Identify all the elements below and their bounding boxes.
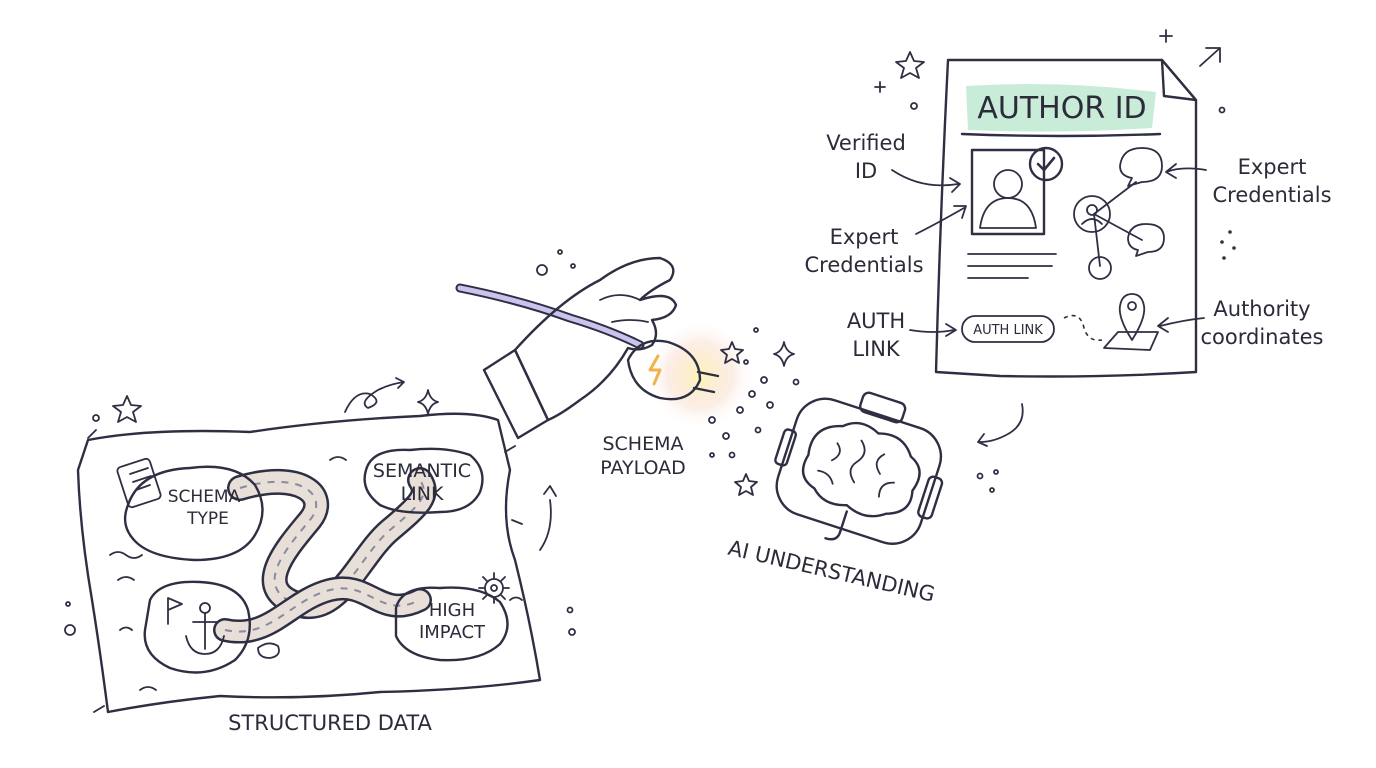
callout-expert-credentials-left: Expert Credentials (804, 205, 967, 277)
brain-stem (824, 510, 848, 541)
jar-handle (917, 475, 944, 520)
star-icon (720, 341, 744, 364)
jar-body (775, 397, 943, 545)
star-icon (895, 51, 925, 79)
callout-verified-id-line2: ID (855, 159, 877, 183)
loop-arrow-icon (344, 377, 405, 413)
callout-auth-link: AUTH LINK (847, 309, 957, 361)
star-icon (112, 395, 142, 423)
arrow-card-to-jar (977, 403, 1024, 447)
island-high-impact (394, 586, 509, 662)
callout-authority-coordinates-line2: coordinates (1201, 325, 1324, 349)
avatar (979, 169, 1037, 229)
sparkle-icon (773, 341, 795, 367)
sparkle-icon (417, 389, 439, 415)
dot-doodle (566, 606, 574, 614)
location-pin-icon (1103, 293, 1159, 351)
callout-authority-coordinates-line1: Authority (1213, 297, 1310, 321)
map-sheet (76, 412, 542, 714)
anchor-icon (185, 602, 225, 655)
island-semantic-link (363, 447, 484, 514)
island-high-impact-line2: IMPACT (419, 622, 486, 643)
card-doodles (874, 29, 1236, 260)
bio-text-lines (967, 253, 1057, 279)
lightning-icon (648, 354, 662, 386)
structured-data-map: SCHEMA TYPE SEMANTIC LINK HIGH IMPACT ST… (76, 412, 542, 735)
plus-doodle (1159, 29, 1173, 43)
callout-expert-credentials-left-line2: Credentials (804, 253, 923, 277)
schema-payload-line2: PAYLOAD (600, 457, 686, 479)
dot-doodle (568, 628, 576, 636)
plug-icon (626, 339, 720, 401)
jar-lid (859, 391, 907, 424)
island-semantic-link-line1: SEMANTIC (373, 460, 471, 482)
hand-with-plug: SCHEMA PAYLOAD (455, 256, 755, 479)
map-caption: STRUCTURED DATA (228, 711, 432, 735)
gear-icon (478, 572, 510, 604)
island-schema-type-line2: TYPE (186, 509, 229, 529)
auth-link-chip-label: AUTH LINK (973, 323, 1043, 338)
brain-icon (801, 421, 921, 518)
card-title: AUTHOR ID (977, 91, 1146, 126)
callout-expert-credentials-right-line1: Expert (1238, 155, 1307, 179)
scroll-icon (116, 457, 162, 509)
title-underline (960, 132, 1162, 138)
curved-arrow-icon (539, 485, 557, 551)
plus-doodle (874, 81, 886, 93)
card-folded-corner (1160, 58, 1198, 102)
flag-icon (167, 597, 183, 625)
schema-payload-line1: SCHEMA (602, 433, 683, 455)
data-particles (536, 249, 800, 496)
finger-lines (599, 294, 649, 323)
dashed-path (1063, 314, 1103, 342)
callout-auth-link-line2: LINK (852, 337, 901, 361)
ai-understanding-label: AI UNDERSTANDING (726, 536, 937, 607)
callout-authority-coordinates: Authority coordinates (1157, 297, 1324, 349)
arrow-up-right-icon (1199, 47, 1221, 67)
map-torn-edge (87, 429, 523, 713)
callout-expert-credentials-right-line2: Credentials (1212, 183, 1331, 207)
avatar-frame (970, 148, 1046, 236)
dot-doodle (65, 601, 71, 607)
callout-verified-id-line1: Verified (826, 131, 906, 155)
star-icon (734, 473, 758, 496)
small-rock (257, 642, 280, 659)
card-sheet (934, 58, 1198, 378)
author-id-card: AUTHOR ID AUTH LINK (934, 58, 1198, 378)
island-schema-type (123, 465, 264, 562)
island-high-impact-line1: HIGH (429, 600, 475, 621)
callout-verified-id: Verified ID (826, 131, 961, 193)
island-schema-type-line1: SCHEMA (168, 487, 241, 507)
map-doodles (64, 377, 576, 636)
island-semantic-link-line2: LINK (401, 483, 444, 505)
island-anchor (143, 580, 252, 674)
hand (513, 256, 678, 422)
credentials-network-icon (1073, 147, 1165, 280)
ai-brain-jar (774, 391, 944, 545)
dot-doodle (64, 624, 76, 636)
callout-expert-credentials-left-line1: Expert (830, 225, 899, 249)
water-ripples (109, 456, 523, 691)
auth-link-chip[interactable] (961, 315, 1055, 343)
verified-check-icon (1028, 146, 1064, 182)
dot-doodle (92, 414, 100, 422)
callout-expert-credentials-right: Expert Credentials (1165, 155, 1332, 207)
shirt-cuff (482, 348, 550, 440)
title-highlight (966, 84, 1156, 132)
callout-auth-link-line1: AUTH (847, 309, 905, 333)
